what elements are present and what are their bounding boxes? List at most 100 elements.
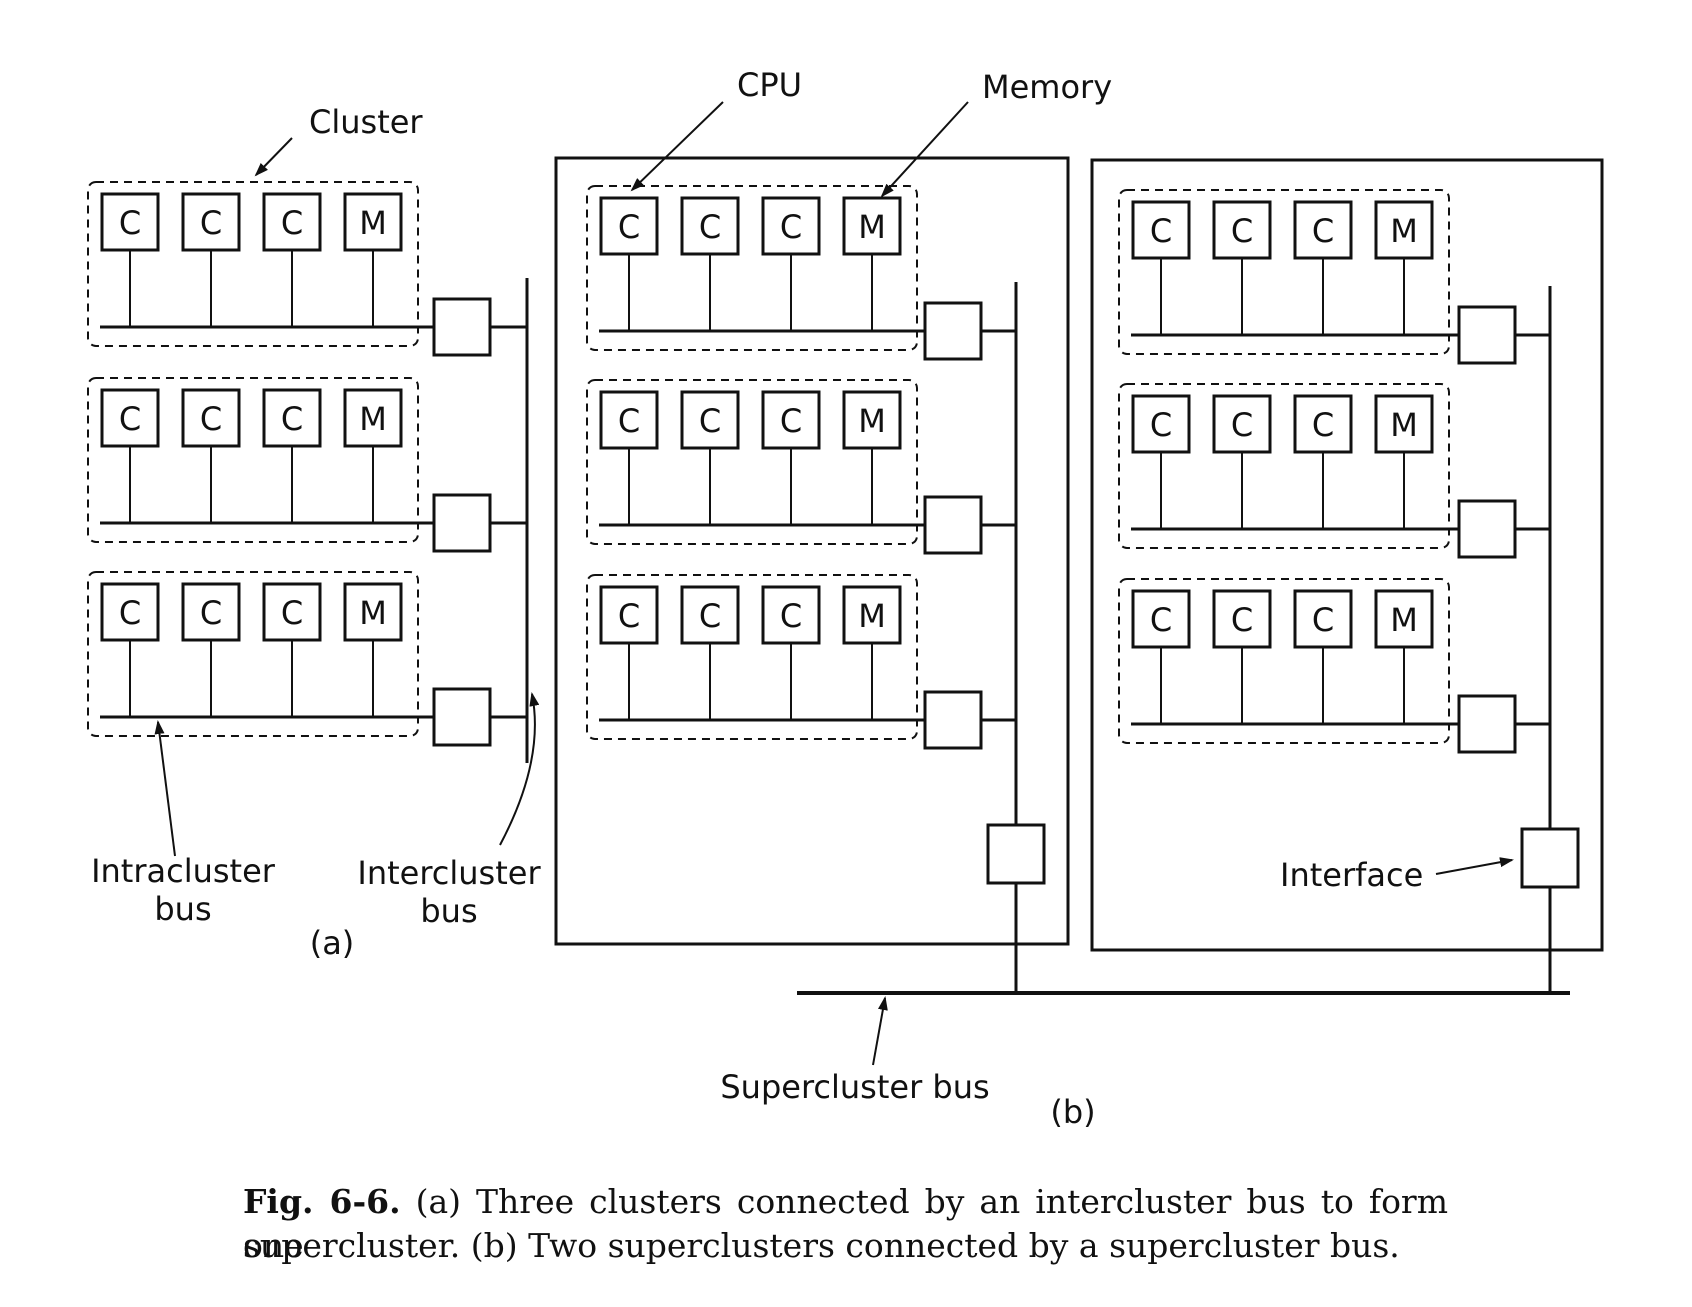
- memory-box: [343, 388, 403, 448]
- supercluster-box-1: [554, 156, 1070, 946]
- memory-box-label: M: [858, 208, 886, 246]
- cpu-label: C: [780, 402, 802, 440]
- cpu-box: [1293, 200, 1353, 260]
- cpu-label: C: [618, 597, 640, 635]
- interface-arrow: [1435, 857, 1514, 875]
- interface-box: [1457, 694, 1517, 754]
- cluster-dashed-border: [87, 571, 419, 737]
- cpu-box: [262, 192, 322, 252]
- interface-box: [1457, 499, 1517, 559]
- cpu-label: C: [119, 204, 141, 242]
- memory-box-label: M: [1390, 212, 1418, 250]
- memory-box: [343, 192, 403, 252]
- interface-box: [432, 493, 492, 553]
- memory-box-label: M: [359, 204, 387, 242]
- intracluster-label: Intracluster: [91, 852, 276, 890]
- cpu-box: [1293, 589, 1353, 649]
- cluster-dashed-border: [1118, 189, 1450, 355]
- interface-box: [1457, 305, 1517, 365]
- memory-box-label: M: [858, 402, 886, 440]
- interface-box: [923, 690, 983, 750]
- cpu-box: [599, 390, 659, 450]
- cluster-arrow: [254, 137, 293, 177]
- cpu-box: [100, 388, 160, 448]
- cpu-label: C: [1312, 212, 1334, 250]
- intercluster-label: Intercluster: [357, 854, 541, 892]
- cpu-box: [100, 192, 160, 252]
- memory-box: [343, 582, 403, 642]
- cpu-label: C: [1312, 406, 1334, 444]
- cluster-dashed-border: [1118, 383, 1450, 549]
- cpu-box: [262, 582, 322, 642]
- cluster-dashed-border: [87, 377, 419, 543]
- cpu-label: C: [1150, 212, 1172, 250]
- cpu-box: [100, 582, 160, 642]
- memory-box: [1374, 589, 1434, 649]
- supercluster-box-2: [1090, 158, 1604, 952]
- figure-caption: Fig. 6-6. (a) Three clusters connected b…: [243, 1180, 1448, 1268]
- cpu-label: C: [1231, 406, 1253, 444]
- memory-box: [1374, 394, 1434, 454]
- cpu-box: [1131, 200, 1191, 260]
- supercluster-bus-arrow: [872, 996, 888, 1066]
- cpu-label: C: [618, 402, 640, 440]
- cpu-box: [181, 388, 241, 448]
- figure-number: Fig. 6-6.: [243, 1182, 401, 1221]
- caption-line-2-wrap: supercluster. (b) Two superclusters conn…: [243, 1224, 1400, 1268]
- interface-box: [923, 495, 983, 555]
- cpu-box: [181, 192, 241, 252]
- supercluster-bus-label: Supercluster bus: [720, 1068, 989, 1106]
- interface-label: Interface: [1280, 856, 1423, 894]
- intercluster-arrow: [499, 692, 540, 846]
- cpu-box: [262, 388, 322, 448]
- cpu-label: CPU: [737, 66, 802, 104]
- memory-box-label: M: [858, 597, 886, 635]
- cpu-box: [1131, 394, 1191, 454]
- cpu-label: C: [1312, 601, 1334, 639]
- cpu-box: [181, 582, 241, 642]
- cpu-label: C: [780, 597, 802, 635]
- memory-box: [842, 585, 902, 645]
- cpu-label: C: [699, 597, 721, 635]
- cluster-dashed-border: [586, 379, 918, 545]
- part-b-label: (b): [1050, 1093, 1095, 1131]
- cpu-label: C: [1150, 406, 1172, 444]
- memory-box-label: M: [359, 594, 387, 632]
- cpu-box: [599, 585, 659, 645]
- cpu-box: [1212, 394, 1272, 454]
- cpu-box: [1131, 589, 1191, 649]
- intracluster-label-bus: bus: [154, 890, 211, 928]
- cluster-dashed-border: [1118, 578, 1450, 744]
- cpu-label: C: [780, 208, 802, 246]
- cluster-label: Cluster: [309, 103, 423, 141]
- cpu-label: C: [618, 208, 640, 246]
- supercluster-interface-box: [1520, 827, 1580, 889]
- supercluster-interface-box: [986, 823, 1046, 885]
- cluster-dashed-border: [586, 185, 918, 351]
- interface-box: [432, 687, 492, 747]
- caption-line-1: (a) Three clusters connected by an inter…: [243, 1182, 1448, 1265]
- part-a-label: (a): [310, 924, 355, 962]
- memory-label: Memory: [982, 68, 1112, 106]
- cpu-label: C: [200, 400, 222, 438]
- interface-box: [923, 301, 983, 361]
- memory-box-label: M: [359, 400, 387, 438]
- cpu-label: C: [119, 400, 141, 438]
- cpu-label: C: [699, 208, 721, 246]
- cpu-box: [680, 196, 740, 256]
- cpu-label: C: [1231, 601, 1253, 639]
- memory-box: [1374, 200, 1434, 260]
- memory-box-label: M: [1390, 406, 1418, 444]
- cpu-box: [680, 585, 740, 645]
- cpu-box: [680, 390, 740, 450]
- cpu-label: C: [281, 400, 303, 438]
